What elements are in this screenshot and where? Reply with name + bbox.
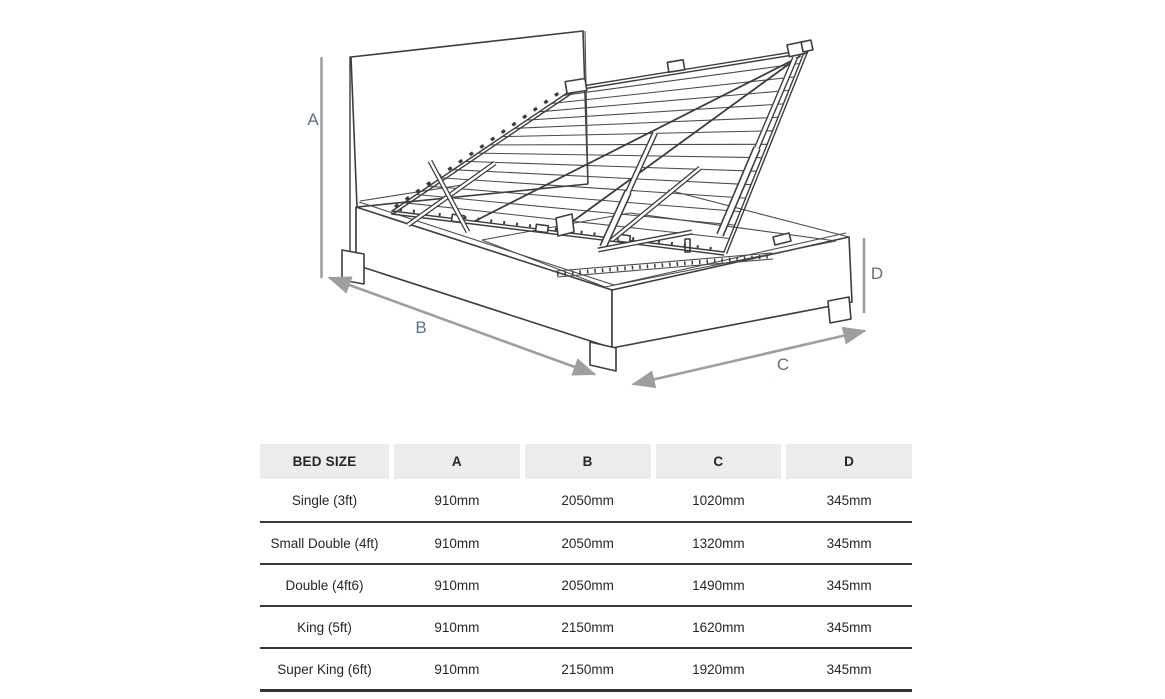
cell-b: 2150mm bbox=[561, 619, 614, 635]
cell-b: 2050mm bbox=[561, 535, 614, 551]
table-row: Small Double (4ft) 910mm 2050mm 1320mm 3… bbox=[260, 523, 912, 565]
dimension-annotations: A B C D bbox=[307, 56, 883, 389]
cell-d: 345mm bbox=[826, 535, 872, 551]
cell-d: 345mm bbox=[826, 619, 872, 635]
cell-d: 345mm bbox=[826, 577, 872, 593]
lift-mechanism bbox=[406, 56, 798, 253]
cell-c: 1620mm bbox=[692, 619, 745, 635]
cell-size: Small Double (4ft) bbox=[270, 535, 379, 551]
latch-clip bbox=[772, 232, 792, 246]
bed-dimension-diagram: A B C D bbox=[307, 30, 883, 389]
platform-rails bbox=[390, 49, 809, 256]
cell-b: 2050mm bbox=[561, 492, 614, 508]
dimension-a-label: A bbox=[307, 110, 319, 129]
cell-size: King (5ft) bbox=[297, 619, 352, 635]
dimension-d-label: D bbox=[871, 264, 883, 283]
cell-a: 910mm bbox=[434, 492, 480, 508]
cell-size: Super King (6ft) bbox=[277, 661, 372, 677]
base-interior bbox=[481, 212, 837, 288]
dimension-c-label: C bbox=[777, 355, 789, 374]
cell-c: 1490mm bbox=[692, 577, 745, 593]
table-row: King (5ft) 910mm 2150mm 1620mm 345mm bbox=[260, 607, 912, 649]
cell-b: 2050mm bbox=[561, 577, 614, 593]
dimension-b-arrow bbox=[327, 276, 597, 376]
bed-feet bbox=[341, 249, 852, 372]
cell-a: 910mm bbox=[434, 577, 480, 593]
cell-a: 910mm bbox=[434, 619, 480, 635]
cell-size: Double (4ft6) bbox=[285, 577, 364, 593]
header-cell-bed-size: BED SIZE bbox=[260, 444, 389, 479]
cell-d: 345mm bbox=[826, 492, 872, 508]
header-cell-c: C bbox=[655, 444, 782, 479]
cell-c: 1320mm bbox=[692, 535, 745, 551]
bed-size-table: BED SIZE A B C D Single (3ft) 910mm 2050… bbox=[260, 444, 912, 692]
table-row: Super King (6ft) 910mm 2150mm 1920mm 345… bbox=[260, 649, 912, 692]
cell-c: 1920mm bbox=[692, 661, 745, 677]
cell-c: 1020mm bbox=[692, 492, 745, 508]
center-support-leg bbox=[555, 213, 575, 237]
table-row: Double (4ft6) 910mm 2050mm 1490mm 345mm bbox=[260, 565, 912, 607]
cell-a: 910mm bbox=[434, 661, 480, 677]
cell-size: Single (3ft) bbox=[291, 492, 358, 508]
header-cell-d: D bbox=[786, 444, 912, 479]
cell-a: 910mm bbox=[434, 535, 480, 551]
header-cell-a: A bbox=[394, 444, 520, 479]
table-header-row: BED SIZE A B C D bbox=[260, 444, 912, 479]
cell-b: 2150mm bbox=[561, 661, 614, 677]
dimension-c-arrow bbox=[631, 326, 867, 389]
dimension-b-label: B bbox=[415, 318, 426, 337]
header-cell-b: B bbox=[524, 444, 651, 479]
cell-d: 345mm bbox=[826, 661, 872, 677]
table-row: Single (3ft) 910mm 2050mm 1020mm 345mm bbox=[260, 479, 912, 523]
